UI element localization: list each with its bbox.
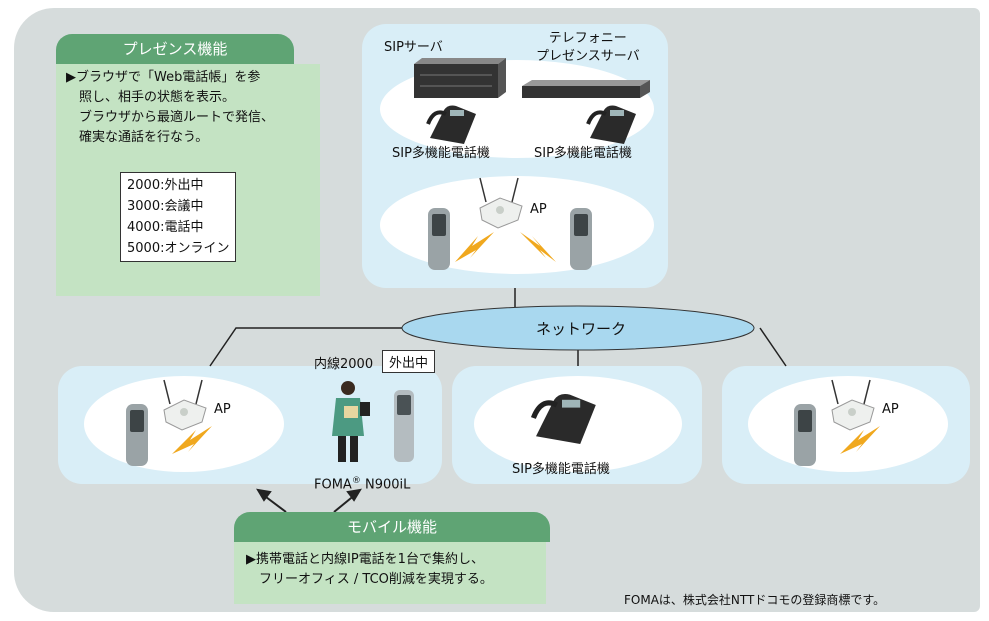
telephony-server-line1: テレフォニー (548, 31, 627, 46)
mobile-arrows (256, 488, 362, 513)
foma-device: FOMA (314, 477, 352, 493)
desk-phone-icon-right (586, 105, 636, 144)
mobile-phone-icon (794, 404, 816, 466)
ap-label-top: AP (530, 202, 547, 217)
presence-body-line: ▶ブラウザで「Web電話帳」を参 (66, 70, 261, 85)
sip-server-icon (414, 58, 506, 98)
sip-server-label: SIPサーバ (384, 40, 443, 55)
presence-body-line: 照し、相手の状態を表示。 (79, 90, 236, 105)
status-item: 3000:会議中 (127, 199, 204, 214)
foma-phone-icon (394, 390, 414, 462)
user-person-icon (332, 381, 370, 462)
access-point-icon-top (479, 177, 523, 229)
mobile-body-line: フリーオフィス / TCO削減を実現する。 (259, 572, 493, 587)
presence-body-line: 確実な通話を行なう。 (79, 130, 209, 145)
network-cloud (401, 305, 755, 351)
phone-label-right: SIP多機能電話機 (534, 146, 632, 161)
registered-mark: ® (351, 476, 361, 486)
footnote: FOMAは、株式会社NTTドコモの登録商標です。 (624, 593, 886, 607)
ap-label-left: AP (214, 402, 231, 417)
desk-phone-icon-left (426, 105, 476, 144)
telephony-server-icon (522, 80, 650, 98)
network-label: ネットワーク (536, 320, 627, 338)
foma-model: N900iL (364, 477, 411, 493)
foma-label: FOMA® N900iL (314, 476, 410, 492)
telephony-server-label: テレフォニー プレゼンスサーバ (536, 30, 640, 66)
status-item: 2000:外出中 (127, 178, 204, 193)
mobile-phone-icon (428, 208, 450, 270)
status-item: 5000:オンライン (127, 241, 230, 256)
mobile-phone-icon (570, 208, 592, 270)
wireless-signal (172, 232, 880, 454)
status-item: 4000:電話中 (127, 220, 204, 235)
mobile-body: ▶携帯電話と内線IP電話を1台で集約し、 フリーオフィス / TCO削減を実現す… (234, 542, 546, 604)
phone-label-left: SIP多機能電話機 (392, 146, 490, 161)
ap-label-right: AP (882, 402, 899, 417)
presence-body: ▶ブラウザで「Web電話帳」を参 照し、相手の状態を表示。 ブラウザから最適ルー… (56, 64, 320, 296)
access-point-icon-left (163, 379, 207, 431)
mobile-phone-icon (126, 404, 148, 466)
mobile-title: モバイル機能 (234, 512, 550, 542)
presence-body-line: ブラウザから最適ルートで発信、 (79, 110, 275, 125)
desk-phone-icon-center (530, 393, 596, 444)
wireless-ellipse (380, 176, 654, 274)
extension-label: 内線2000 (314, 357, 374, 372)
mobile-body-line: ▶携帯電話と内線IP電話を1台で集約し、 (246, 552, 484, 567)
presence-title: プレゼンス機能 (56, 34, 294, 64)
phone-label-center: SIP多機能電話機 (512, 462, 610, 477)
status-list-box: 2000:外出中 3000:会議中 4000:電話中 5000:オンライン (120, 172, 237, 262)
telephony-server-line2: プレゼンスサーバ (536, 49, 640, 64)
user-status-badge: 外出中 (382, 350, 436, 373)
access-point-icon-right (831, 379, 875, 431)
